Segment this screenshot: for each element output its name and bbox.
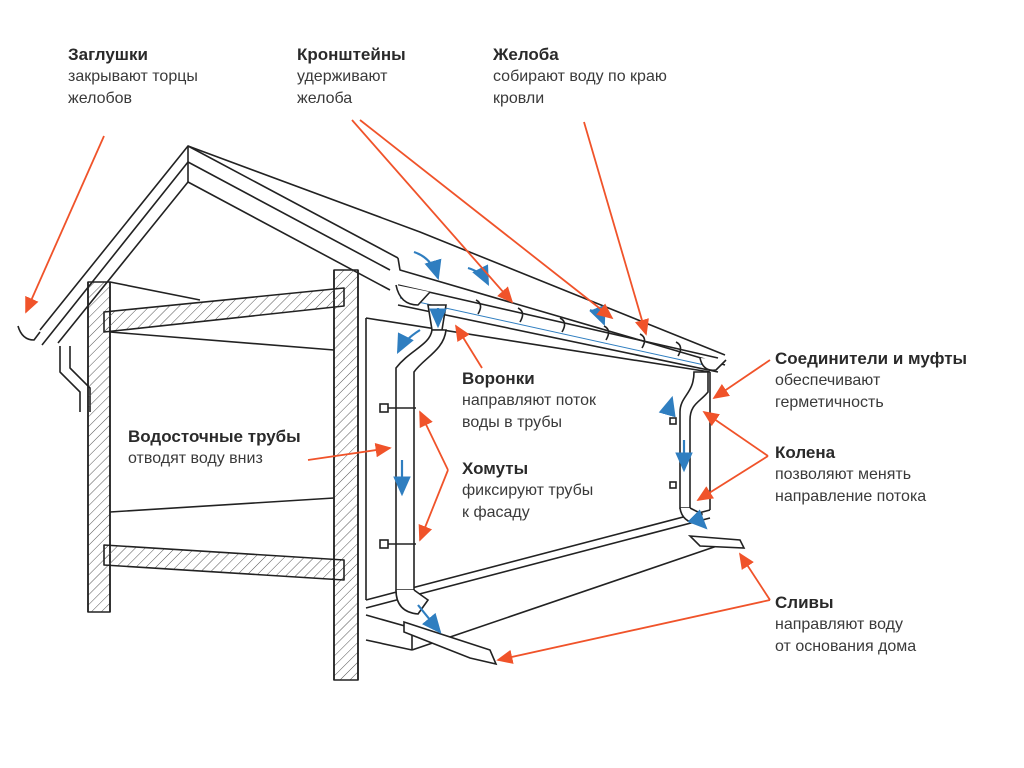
callout-funnels bbox=[455, 324, 483, 369]
label-drains: Сливы направляют воду от основания дома bbox=[775, 592, 916, 658]
label-title: Сливы bbox=[775, 593, 834, 612]
label-desc: направление потока bbox=[775, 488, 927, 505]
house-structure bbox=[17, 145, 726, 681]
label-desc: желоба bbox=[297, 90, 353, 107]
label-desc: удерживают bbox=[297, 68, 388, 85]
callout-elbows-1 bbox=[702, 410, 769, 457]
label-title: Кронштейны bbox=[297, 45, 406, 64]
label-desc: отводят воду вниз bbox=[128, 450, 263, 467]
water-flow-arrows bbox=[393, 250, 708, 634]
label-desc: от основания дома bbox=[775, 638, 917, 655]
label-brackets: Кронштейны удерживают желоба bbox=[297, 44, 406, 110]
label-desc: к фасаду bbox=[462, 504, 530, 521]
label-downpipes: Водосточные трубы отводят воду вниз bbox=[128, 426, 301, 470]
label-title: Заглушки bbox=[68, 45, 148, 64]
label-title: Хомуты bbox=[462, 459, 529, 478]
callout-brackets-2 bbox=[359, 119, 614, 320]
label-title: Желоба bbox=[493, 45, 559, 64]
callout-drains-1 bbox=[739, 552, 771, 601]
label-title: Соединители и муфты bbox=[775, 349, 968, 368]
label-plugs: Заглушки закрывают торцы желобов bbox=[68, 44, 198, 110]
callout-clamps-1 bbox=[419, 410, 449, 471]
label-desc: закрывают торцы bbox=[68, 68, 198, 85]
label-desc: желобов bbox=[68, 90, 133, 107]
label-title: Воронки bbox=[462, 369, 535, 388]
label-desc: собирают воду по краю bbox=[493, 68, 667, 85]
label-title: Водосточные трубы bbox=[128, 427, 301, 446]
callout-elbows-2 bbox=[696, 455, 769, 501]
label-elbows: Колена позволяют менять направление пото… bbox=[775, 442, 926, 508]
label-desc: фиксируют трубы bbox=[462, 482, 594, 499]
label-funnels: Воронки направляют поток воды в трубы bbox=[462, 368, 596, 434]
label-gutters: Желоба собирают воду по краю кровли bbox=[493, 44, 667, 110]
callout-brackets-1 bbox=[351, 119, 514, 304]
callout-plugs bbox=[25, 135, 105, 314]
label-desc: направляют поток bbox=[462, 392, 597, 409]
label-title: Колена bbox=[775, 443, 836, 462]
callout-clamps-2 bbox=[418, 469, 449, 542]
callout-gutters bbox=[583, 121, 649, 336]
label-desc: кровли bbox=[493, 90, 545, 107]
callout-lines bbox=[25, 119, 771, 664]
label-desc: воды в трубы bbox=[462, 414, 562, 431]
label-desc: герметичность bbox=[775, 394, 884, 411]
label-desc: направляют воду bbox=[775, 616, 903, 633]
callout-downpipes bbox=[307, 442, 392, 461]
label-connectors: Соединители и муфты обеспечивают гермети… bbox=[775, 348, 967, 414]
gutter bbox=[395, 284, 727, 373]
label-desc: обеспечивают bbox=[775, 372, 881, 389]
downpipe-right bbox=[669, 371, 746, 549]
label-desc: позволяют менять bbox=[775, 466, 912, 483]
callout-connectors bbox=[712, 359, 771, 400]
label-clamps: Хомуты фиксируют трубы к фасаду bbox=[462, 458, 593, 524]
callout-drains-2 bbox=[496, 599, 771, 664]
